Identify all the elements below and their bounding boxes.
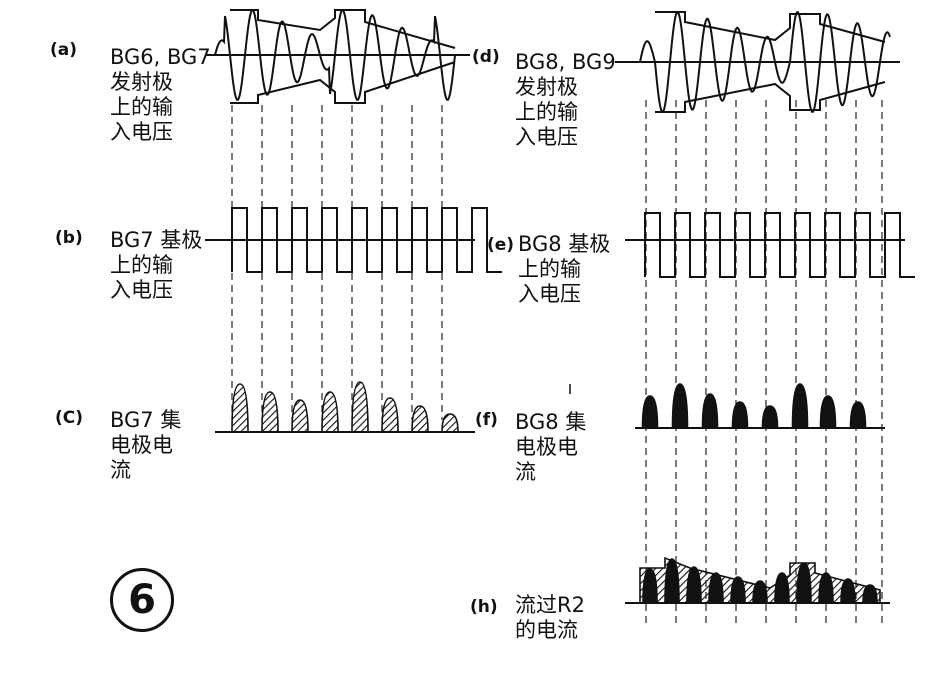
panel-f-line-1: 电极电 [515, 435, 578, 459]
wave-c [231, 381, 459, 433]
pulse-c-4 [351, 381, 369, 433]
figure-number: 6 [128, 577, 156, 623]
panel-e-line-1: 上的输 [518, 257, 581, 281]
square-b [231, 207, 502, 273]
panel-h-line-1: 的电流 [515, 618, 578, 642]
pulse-h-1 [664, 558, 680, 604]
square-e [644, 212, 915, 278]
panel-b-line-1: 上的输 [110, 253, 173, 277]
left-axes [205, 54, 475, 433]
figure-number-badge: 6 [110, 568, 174, 632]
sine-d [639, 11, 891, 113]
pulse-f-1 [671, 383, 689, 429]
pulse-h-3 [708, 572, 724, 604]
panel-a-line-1: 发射极 [110, 70, 173, 94]
wave-d [639, 11, 891, 113]
wave-b [231, 207, 502, 273]
pulse-h-10 [862, 584, 878, 604]
panel-a-tag: (a) [50, 40, 78, 60]
pulse-f-3 [731, 401, 749, 429]
panel-h-tag: (h) [470, 597, 498, 617]
envelope-d-bottom [655, 81, 886, 113]
wave-a [214, 9, 456, 104]
panel-f-tag: (f) [475, 410, 498, 430]
pulse-c-7 [441, 413, 459, 433]
panel-f-title: BG8 集 [515, 410, 587, 434]
pulse-h-6 [774, 572, 790, 604]
pulse-h-0 [642, 568, 658, 604]
pulse-h-8 [818, 572, 834, 604]
panel-h-title: 流过R2 [515, 593, 585, 617]
dashed-guides [231, 100, 883, 625]
panel-d-tag: (d) [472, 47, 500, 67]
pulse-c-3 [321, 391, 339, 433]
panel-a-line-2: 上的输 [110, 95, 173, 119]
panel-c-tag: (C) [55, 408, 84, 428]
panel-d-line-2: 上的输 [515, 100, 578, 124]
envelope-a-bottom [230, 61, 456, 104]
pulse-h-5 [752, 580, 768, 604]
pulse-f-0 [641, 395, 659, 429]
panel-e-title: BG8 基极 [518, 232, 611, 256]
panel-d-title: BG8, BG9 [515, 50, 616, 74]
pulse-c-6 [411, 405, 429, 433]
wave-e [644, 212, 915, 278]
panel-a-line-3: 入电压 [110, 120, 173, 144]
panel-f-line-2: 流 [515, 460, 536, 484]
wave-f [641, 383, 867, 429]
pulse-c-1 [261, 391, 279, 433]
right-axes [615, 61, 905, 604]
envelope-d-top [655, 11, 886, 43]
panel-d-line-1: 发射极 [515, 75, 578, 99]
panel-e-tag: (e) [487, 235, 515, 255]
pulse-h-9 [840, 578, 856, 604]
panel-b-tag: (b) [55, 228, 83, 248]
pulse-h-7 [796, 562, 812, 604]
pulse-c-0 [231, 383, 249, 433]
pulse-c-2 [291, 399, 309, 433]
pulse-f-7 [849, 401, 867, 429]
pulse-f-4 [761, 405, 779, 429]
envelope-a-top [230, 9, 456, 49]
panel-c-line-1: 电极电 [110, 433, 173, 457]
panel-b-line-2: 入电压 [110, 278, 173, 302]
wave-h [639, 556, 881, 604]
pulse-f-5 [791, 383, 809, 429]
sine-a [214, 9, 456, 101]
pulse-f-2 [701, 393, 719, 429]
panel-d-line-3: 入电压 [515, 125, 578, 149]
panel-a-title: BG6, BG7 [110, 45, 211, 69]
pulse-h-4 [730, 576, 746, 604]
panel-c-title: BG7 集 [110, 408, 182, 432]
panel-b-title: BG7 基极 [110, 228, 203, 252]
panel-c-line-2: 流 [110, 458, 131, 482]
pulse-h-2 [686, 566, 702, 604]
panel-e-line-2: 入电压 [518, 282, 581, 306]
pulse-c-5 [381, 397, 399, 433]
pulse-f-6 [819, 395, 837, 429]
